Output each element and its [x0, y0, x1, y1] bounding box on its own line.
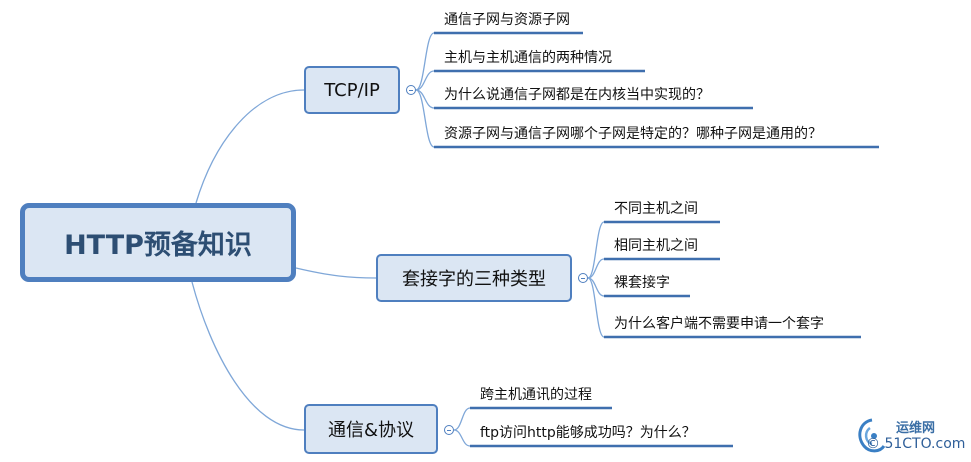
connector-root-protocol — [191, 281, 305, 431]
root-topic[interactable]: HTTP预备知识 — [20, 203, 296, 282]
leaf-topic[interactable]: 相同主机之间 — [614, 238, 698, 254]
branch-socket-types[interactable]: 套接字的三种类型 — [376, 254, 572, 302]
leaf-topic[interactable]: 跨主机通讯的过程 — [480, 387, 592, 403]
leaf-topic[interactable]: 主机与主机通信的两种情况 — [444, 50, 612, 66]
leaf-topic[interactable]: 不同主机之间 — [614, 201, 698, 217]
watermark-site: © 51CTO.com — [866, 436, 966, 452]
leaf-topic[interactable]: 为什么说通信子网都是在内核当中实现的？ — [444, 87, 710, 103]
collapse-toggle-icon[interactable] — [444, 425, 454, 435]
leaf-topic[interactable]: 资源子网与通信子网哪个子网是特定的？哪种子网是通用的？ — [444, 126, 822, 142]
connector-root-tcpip — [195, 89, 305, 204]
watermark-title: 运维网 — [896, 421, 936, 436]
leaf-topic[interactable]: 通信子网与资源子网 — [444, 12, 570, 28]
connector-root-socket — [295, 267, 377, 279]
watermark-logo-icon — [858, 418, 886, 453]
collapse-toggle-icon[interactable] — [406, 85, 416, 95]
leaf-topic[interactable]: 裸套接字 — [614, 275, 670, 291]
leaf-topic[interactable]: ftp访问http能够成功吗？为什么？ — [480, 425, 696, 441]
leaf-topic[interactable]: 为什么客户端不需要申请一个套字 — [614, 316, 824, 332]
branch-communication-protocol[interactable]: 通信&协议 — [304, 404, 438, 454]
collapse-toggle-icon[interactable] — [578, 273, 588, 283]
branch-tcpip[interactable]: TCP/IP — [304, 66, 400, 114]
